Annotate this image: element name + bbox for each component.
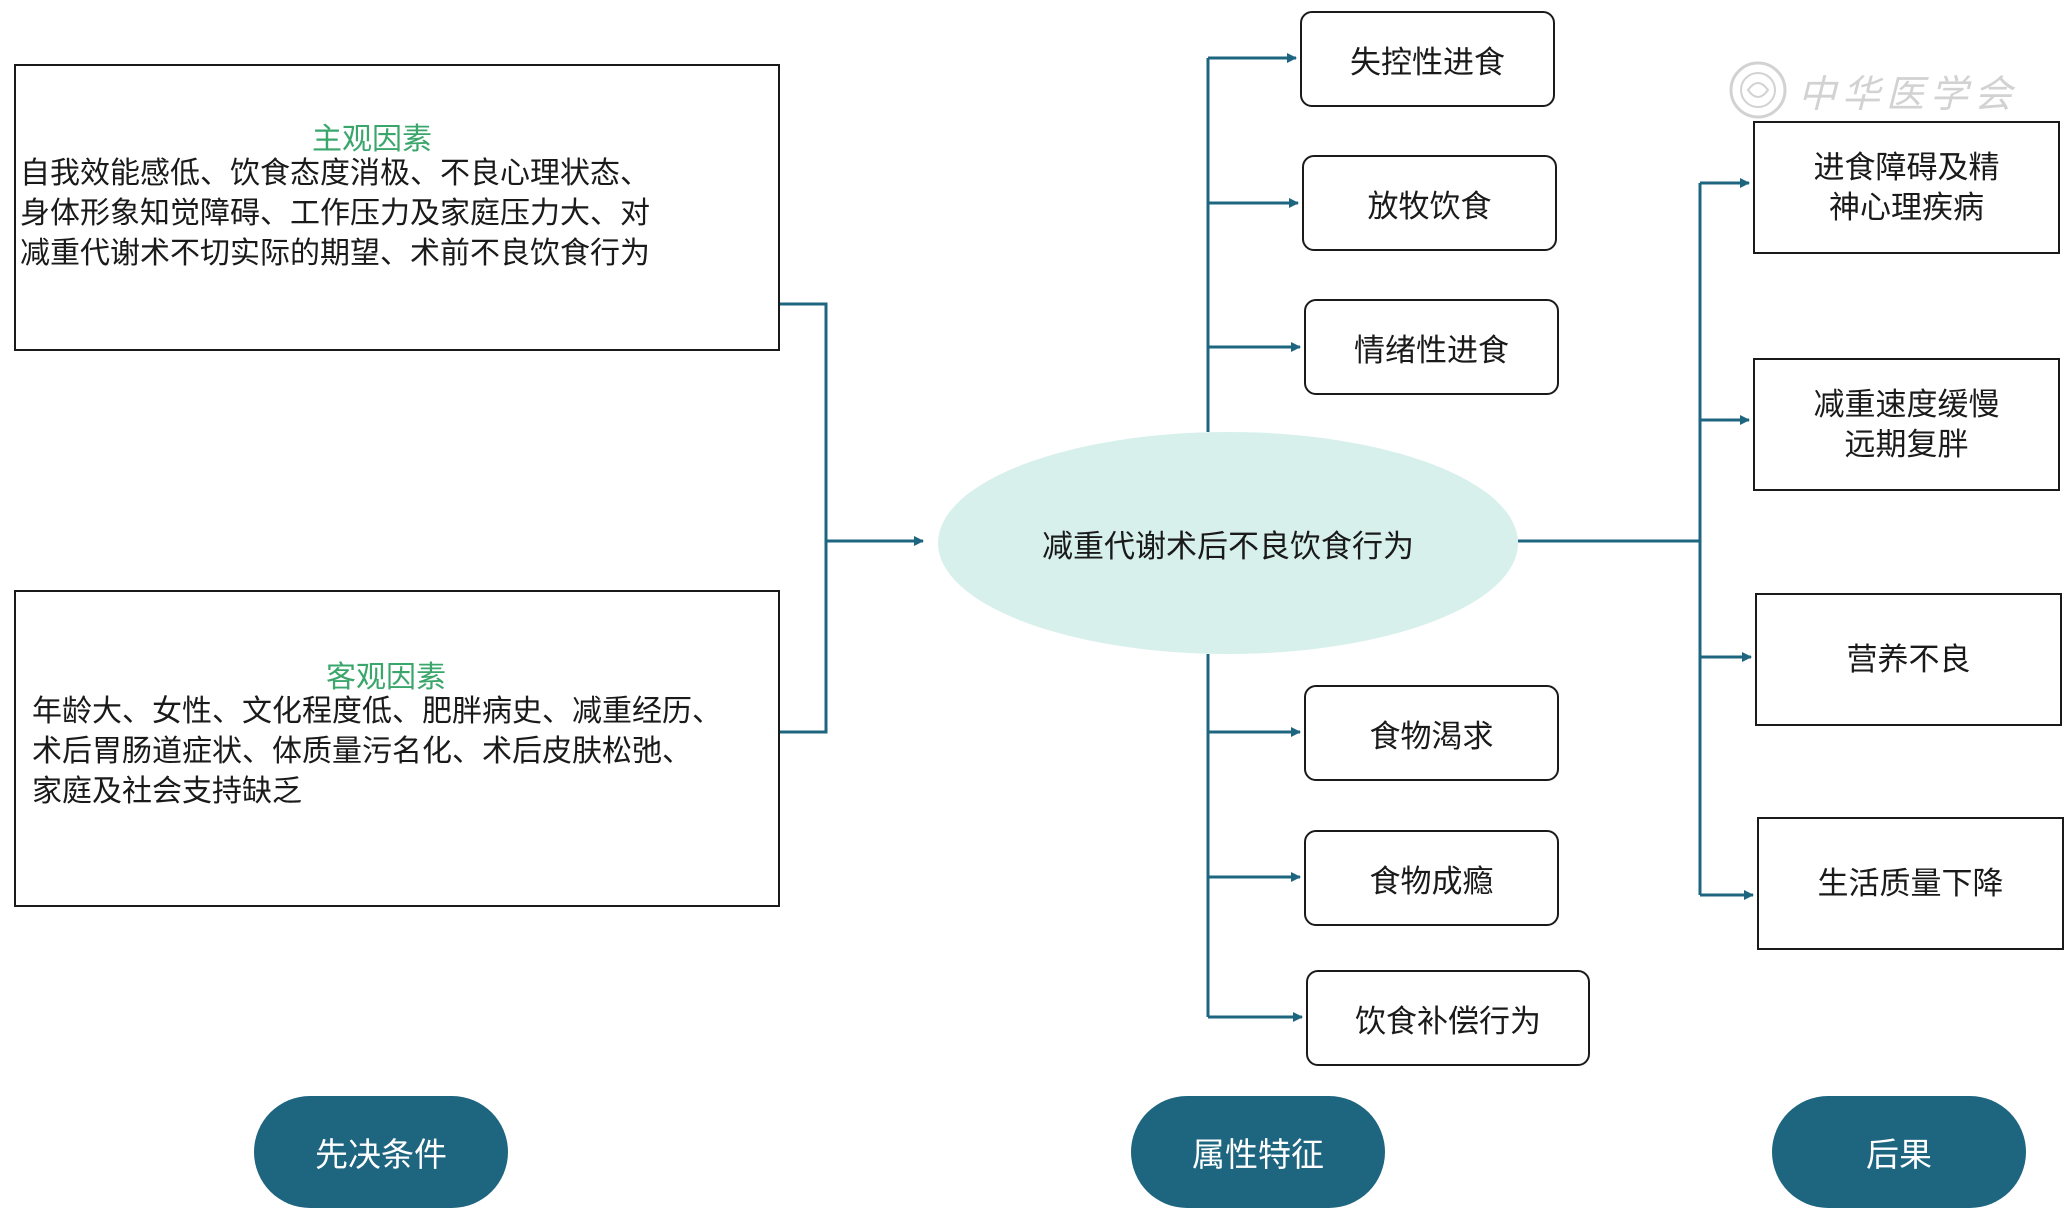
consequence-box-2: 减重速度缓慢 远期复胖 <box>1753 358 2060 491</box>
stage-attributes-pill: 属性特征 <box>1131 1096 1385 1208</box>
consequence-box-3: 营养不良 <box>1755 593 2062 726</box>
watermark: 中华医学会 <box>1728 60 2018 120</box>
stage-antecedents-pill: 先决条件 <box>254 1096 508 1208</box>
stage-antecedents-label: 先决条件 <box>315 1135 447 1174</box>
attribute-label: 情绪性进食 <box>1354 332 1509 369</box>
attribute-label: 放牧饮食 <box>1367 188 1492 225</box>
connector-objective <box>778 541 828 734</box>
watermark-text: 中华医学会 <box>1798 71 2019 116</box>
consequence-box-1: 进食障碍及精 神心理疾病 <box>1753 121 2060 254</box>
objective-factors-box <box>14 590 780 907</box>
stage-attributes-label: 属性特征 <box>1192 1135 1324 1174</box>
objective-factors-text: 年龄大、女性、文化程度低、肥胖病史、减重经历、 术后胃肠道症状、体质量污名化、术… <box>32 694 722 809</box>
attribute-box-4: 食物渴求 <box>1304 685 1559 781</box>
consequence-box-4: 生活质量下降 <box>1757 817 2064 950</box>
stage-consequences-label: 后果 <box>1866 1135 1932 1174</box>
attribute-box-2: 放牧饮食 <box>1302 155 1557 251</box>
center-concept-label: 减重代谢术后不良饮食行为 <box>1042 528 1414 565</box>
attribute-label: 食物成瘾 <box>1369 863 1494 900</box>
society-seal-icon <box>1729 61 1787 119</box>
attribute-label: 饮食补偿行为 <box>1355 1003 1541 1040</box>
objective-factors-title: 客观因素 <box>326 660 446 695</box>
attribute-box-5: 食物成瘾 <box>1304 830 1559 926</box>
attribute-box-1: 失控性进食 <box>1300 11 1555 107</box>
attribute-label: 失控性进食 <box>1350 44 1505 81</box>
subjective-factors-text: 自我效能感低、饮食态度消极、不良心理状态、 身体形象知觉障碍、工作压力及家庭压力… <box>20 156 650 271</box>
attribute-box-3: 情绪性进食 <box>1304 299 1559 395</box>
subjective-factors-box <box>14 64 780 351</box>
stage-consequences-pill: 后果 <box>1772 1096 2026 1208</box>
attribute-label: 食物渴求 <box>1369 718 1494 755</box>
center-concept: 减重代谢术后不良饮食行为 <box>938 432 1518 654</box>
attribute-box-6: 饮食补偿行为 <box>1306 970 1590 1066</box>
connector-subjective <box>778 302 828 541</box>
subjective-factors-title: 主观因素 <box>312 122 432 157</box>
